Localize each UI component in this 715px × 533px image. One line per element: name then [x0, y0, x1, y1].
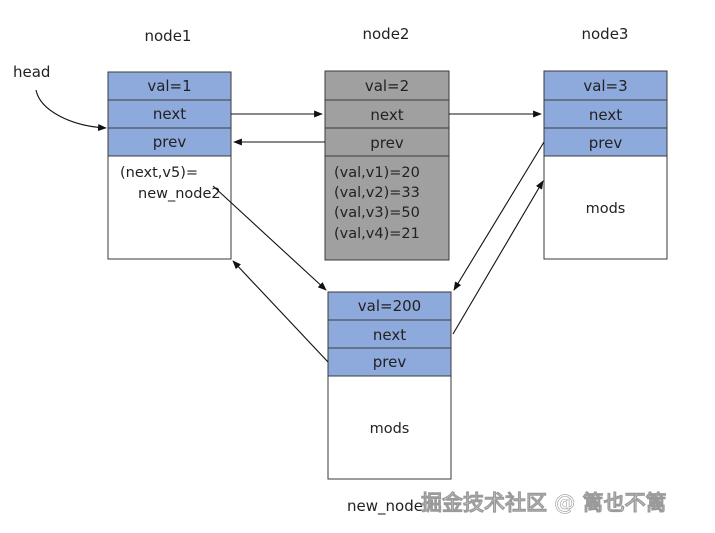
node1-val-label: val=1 [147, 77, 191, 95]
node3-body: mods [586, 201, 626, 217]
new-node-val-label: val=200 [358, 297, 421, 315]
node1-title: node1 [145, 27, 192, 45]
new-node-next-cell [327, 319, 452, 349]
node1-prev-cell [107, 127, 232, 157]
node3-val-cell [543, 70, 668, 101]
node2-body-line-1: (val,v1)=20 [334, 165, 420, 181]
node2-val-label: val=2 [365, 77, 409, 95]
arrow-node3-prev-to-new-node [453, 141, 545, 291]
node3-title: node3 [582, 25, 629, 43]
node1-prev-label: prev [153, 133, 187, 151]
node2-body-line-4: (val,v4)=21 [334, 226, 420, 242]
node2-prev-label: prev [370, 134, 404, 152]
node1-body-line-1: (next,v5)= [120, 165, 198, 181]
arrow-node1-next-to-new-node [212, 185, 327, 291]
node3: node3 val=3 next prev mods [543, 25, 668, 260]
watermark-text: 掘金技术社区 @ 篱也不篱 [421, 491, 667, 515]
node1: node1 val=1 next prev (next,v5)= new_nod… [107, 27, 232, 260]
node3-prev-label: prev [589, 134, 623, 152]
node3-next-cell [543, 99, 668, 129]
head-arrow [35, 89, 107, 132]
head-label: head [13, 63, 50, 81]
node1-next-label: next [153, 105, 186, 123]
node3-next-label: next [589, 106, 622, 124]
node1-val-cell [107, 71, 232, 101]
node2-body-line-3: (val,v3)=50 [334, 205, 420, 221]
node2-title: node2 [363, 25, 410, 43]
node2: node2 val=2 next prev (val,v1)=20 (val,v… [324, 25, 450, 261]
node3-val-label: val=3 [583, 77, 627, 95]
node2-next-label: next [370, 106, 403, 124]
new-node-title: new_node [347, 497, 423, 516]
node1-body-line-2: new_node2 [138, 186, 221, 202]
arrow-new-node-next-to-node3 [452, 180, 544, 335]
arrow-new-node-prev-to-node1 [232, 260, 329, 363]
new-node-next-label: next [373, 326, 406, 344]
node2-box [324, 70, 450, 261]
new-node: val=200 next prev mods new_node [327, 291, 452, 516]
new-node-body: mods [370, 421, 410, 437]
new-node-prev-label: prev [373, 353, 407, 371]
node2-body-line-2: (val,v2)=33 [334, 185, 420, 201]
